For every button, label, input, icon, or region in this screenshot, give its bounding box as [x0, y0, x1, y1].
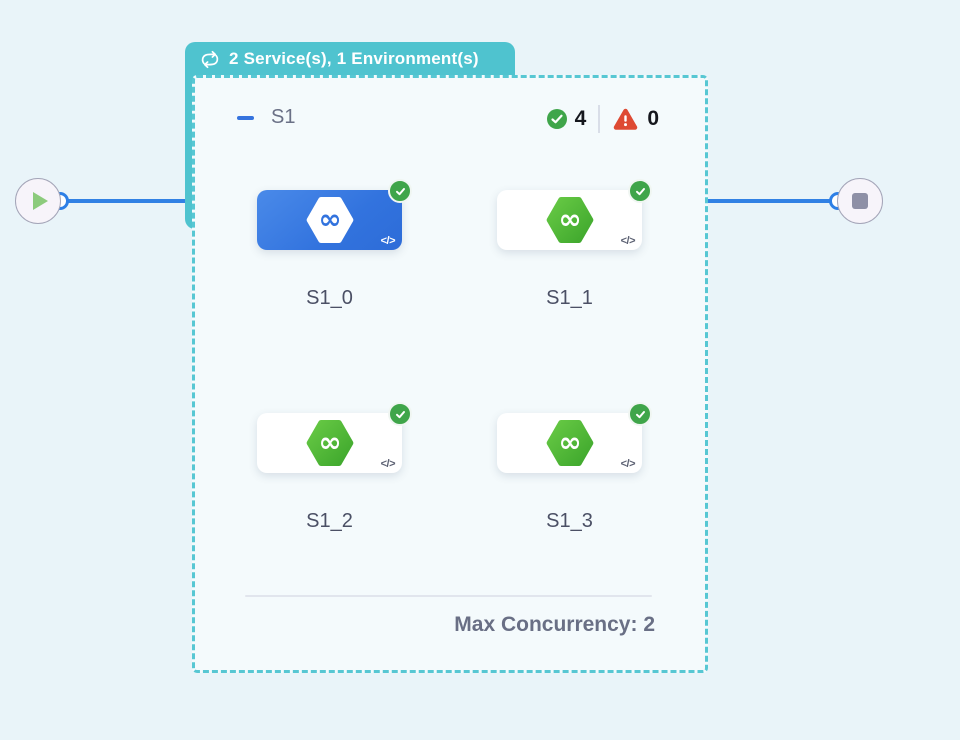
- success-check-icon: [388, 402, 412, 426]
- harness-logo-icon: ∞: [546, 420, 593, 466]
- matrix-cell-label: S1_2: [306, 510, 353, 532]
- matrix-cell: ∞ </> S1_1: [497, 179, 652, 310]
- stop-icon: [852, 193, 868, 209]
- matrix-cell: ∞ </> S1_3: [497, 402, 652, 533]
- svg-text:∞: ∞: [558, 203, 581, 236]
- svg-text:∞: ∞: [558, 426, 581, 459]
- success-count-chip[interactable]: 4: [546, 107, 587, 131]
- service-node-card[interactable]: ∞ </>: [257, 179, 412, 250]
- harness-logo-icon: ∞: [306, 197, 353, 243]
- edge-line-right: [706, 199, 836, 203]
- success-check-icon: [628, 402, 652, 426]
- warning-triangle-icon: [614, 108, 638, 130]
- failure-count-chip[interactable]: 0: [612, 107, 659, 131]
- end-node[interactable]: [837, 178, 883, 224]
- matrix-cell-label: S1_1: [546, 287, 593, 309]
- harness-logo-icon: ∞: [306, 420, 353, 466]
- service-node-card[interactable]: ∞ </>: [497, 402, 652, 473]
- code-icon: </>: [380, 458, 396, 470]
- service-node-card[interactable]: ∞ </>: [257, 402, 412, 473]
- stage-name: S1: [271, 106, 296, 128]
- success-check-icon: [388, 179, 412, 203]
- svg-text:∞: ∞: [318, 426, 341, 459]
- harness-logo-icon: ∞: [546, 197, 593, 243]
- failure-count: 0: [647, 107, 659, 130]
- max-concurrency-label: Max Concurrency: 2: [454, 613, 655, 636]
- stage-badge-label: 2 Service(s), 1 Environment(s): [229, 49, 479, 68]
- svg-text:∞: ∞: [318, 203, 341, 236]
- service-node-card[interactable]: ∞ </>: [497, 179, 652, 250]
- status-divider: [598, 105, 601, 133]
- success-check-icon: [628, 179, 652, 203]
- footer-divider: [245, 595, 652, 597]
- code-icon: </>: [620, 458, 636, 470]
- matrix-cell-label: S1_3: [546, 510, 593, 532]
- code-icon: </>: [380, 235, 396, 247]
- edge-line-left: [62, 199, 190, 203]
- play-icon: [33, 192, 48, 210]
- check-circle-icon: [546, 109, 567, 129]
- code-icon: </>: [620, 235, 636, 247]
- matrix-cell: ∞ </> S1_2: [257, 402, 412, 533]
- start-node[interactable]: [15, 178, 61, 224]
- stage-status-summary: 4 0: [546, 105, 659, 133]
- matrix-cell-label: S1_0: [306, 287, 353, 309]
- cycle-arrows-icon: [201, 50, 219, 68]
- matrix-cell: ∞ </> S1_0: [257, 179, 412, 310]
- success-count: 4: [574, 107, 587, 130]
- stage-badge-row: 2 Service(s), 1 Environment(s): [185, 42, 515, 76]
- collapse-minus-icon[interactable]: [237, 116, 254, 120]
- stage-container: S1 4 0: [192, 75, 708, 673]
